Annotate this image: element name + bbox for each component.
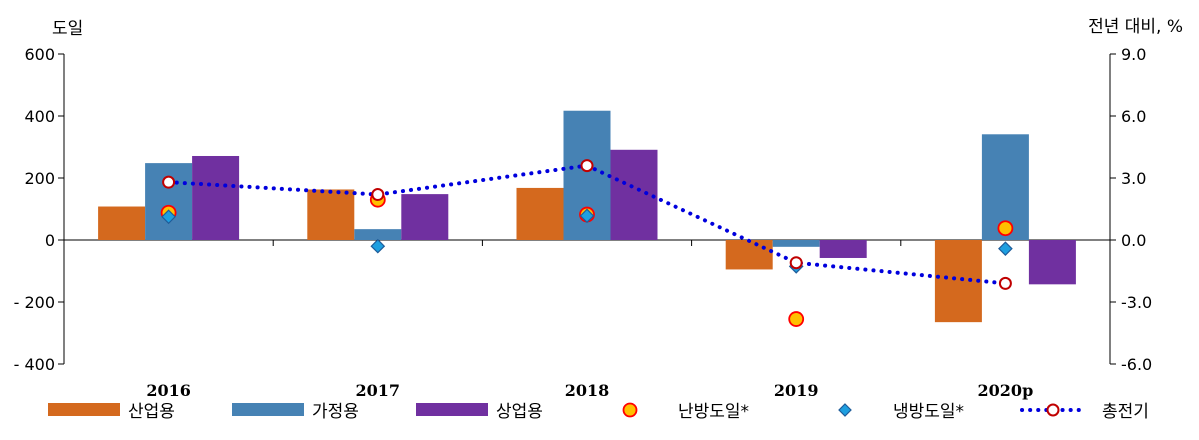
legend-swatch-marker-총전기 (1046, 403, 1060, 417)
bar-가정용 (354, 229, 402, 240)
category-label: 2020p (978, 381, 1034, 400)
markers (160, 159, 1014, 327)
right-axis-unit-label: 전년 대비, % (1088, 17, 1183, 37)
right-axis-tick-label: 9.0 (1121, 45, 1146, 64)
bar-가정용 (772, 240, 820, 247)
line-marker-총전기 (580, 159, 594, 173)
marker-난방도일* (997, 220, 1014, 237)
bar-상업용 (401, 194, 449, 240)
left-axis-tick-label: 600 (24, 45, 55, 64)
left-axis-tick-label: - 400 (14, 355, 55, 374)
marker-난방도일* (788, 311, 805, 327)
category-label: 2018 (565, 381, 610, 400)
bar-산업용 (98, 206, 146, 240)
right-axis-tick-label: 0.0 (1121, 231, 1146, 250)
left-axis-tick-label: 200 (24, 169, 55, 188)
left-axis-tick-label: - 200 (14, 293, 55, 312)
bar-산업용 (725, 240, 773, 270)
right-axis-tick-label: -3.0 (1121, 293, 1152, 312)
legend-swatch-상업용 (416, 403, 488, 416)
line-marker-총전기 (371, 188, 385, 202)
bar-상업용 (610, 149, 658, 240)
axes: 600 400 200 0 - 200 - 400 9.0 6.0 3.0 0.0 -3.0 -6.0… (14, 45, 1153, 400)
legend-swatch-산업용 (48, 403, 120, 416)
legend: 산업용 가정용 상업용 난방도일* 냉방도일* 총전기 (48, 402, 1149, 422)
marker-냉방도일* (998, 241, 1013, 257)
category-label: 2016 (146, 381, 191, 400)
bar-상업용 (192, 155, 240, 240)
bar-산업용 (516, 187, 564, 240)
legend-label-총전기: 총전기 (1102, 402, 1149, 422)
legend-label-가정용: 가정용 (312, 402, 359, 422)
left-axis-tick-label: 0 (45, 231, 55, 250)
line-marker-총전기 (998, 276, 1012, 290)
marker-냉방도일* (161, 209, 176, 225)
bar-가정용 (145, 163, 193, 240)
marker-냉방도일* (579, 208, 595, 224)
right-axis-tick-label: -6.0 (1121, 355, 1152, 374)
legend-swatch-가정용 (232, 403, 304, 416)
legend-label-난방도일*: 난방도일* (678, 402, 749, 422)
bars (98, 110, 1076, 323)
line-marker-총전기 (162, 175, 176, 189)
right-axis-tick-label: 3.0 (1121, 169, 1146, 188)
legend-label-냉방도일*: 냉방도일* (893, 402, 964, 422)
bar-상업용 (1028, 240, 1076, 285)
left-axis-tick-label: 400 (24, 107, 55, 126)
bar-산업용 (934, 240, 982, 323)
left-axis-unit-label: 도일 (52, 19, 83, 39)
category-label: 2017 (356, 381, 401, 400)
right-axis-tick-label: 6.0 (1121, 107, 1146, 126)
marker-냉방도일* (370, 238, 386, 254)
legend-swatch-난방도일* (622, 402, 638, 418)
category-label: 2019 (774, 381, 819, 400)
bar-상업용 (819, 240, 867, 258)
bar-산업용 (307, 189, 355, 240)
line-marker-총전기 (789, 256, 803, 270)
legend-swatch-냉방도일* (838, 403, 852, 417)
legend-label-산업용: 산업용 (128, 402, 175, 422)
legend-label-상업용: 상업용 (496, 402, 543, 422)
